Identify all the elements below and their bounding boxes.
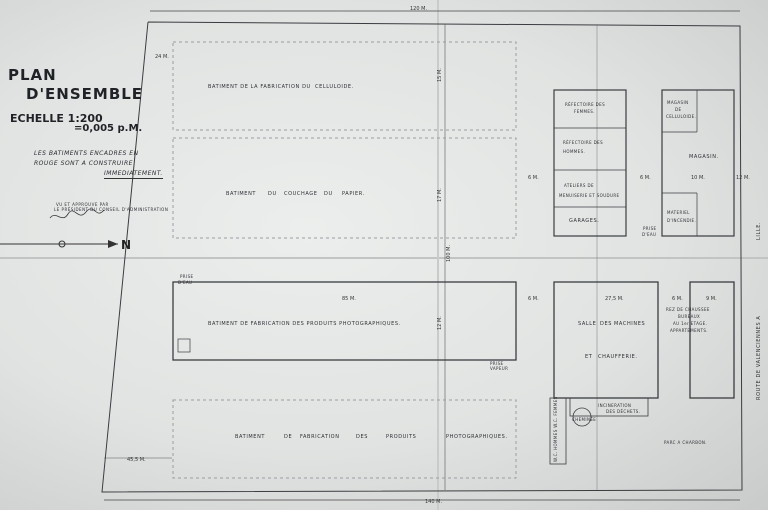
label-photo-main: BATIMENT DE FABRICATION DES PRODUITS PHO… bbox=[208, 321, 401, 327]
building-refectoires bbox=[553, 89, 627, 237]
dimension-right-d: 12 M. bbox=[736, 175, 750, 181]
label-road: ROUTE DE VALENCIENNES A bbox=[756, 316, 762, 400]
label-salle-4: ET bbox=[585, 354, 593, 360]
label-couchage-3: COUCHAGE bbox=[284, 191, 318, 197]
label-incinerateur-2: DES DÉCHETS. bbox=[606, 409, 640, 414]
dimension-right-b: 6 M. bbox=[640, 175, 651, 181]
cheminee-circle bbox=[572, 407, 592, 427]
label-photo2-1: BATIMENT bbox=[235, 434, 265, 440]
label-cheminee: CHEMINÉE bbox=[572, 417, 596, 422]
label-incinerateur-1: INCINERATION bbox=[598, 403, 631, 408]
building-bureaux bbox=[689, 281, 735, 399]
building-photo-main bbox=[172, 281, 517, 361]
dimension-right-box: 9 M. bbox=[706, 296, 717, 302]
stamp-line2: LE PRÉSIDENT DU CONSEIL D'ADMINISTRATION bbox=[54, 207, 169, 212]
label-photo2-4: DES bbox=[356, 434, 368, 440]
scale-label: ECHELLE 1:200 bbox=[10, 112, 103, 125]
label-refectoire-femmes-2: FEMMES. bbox=[574, 109, 595, 114]
dimension-left-offset: 24 M. bbox=[155, 54, 169, 60]
label-celluloide-1: BATIMENT DE LA FABRICATION DU bbox=[208, 84, 311, 90]
note-line2: ROUGE SONT A CONSTRUIRE bbox=[34, 160, 133, 167]
label-refectoire-femmes-1: RÉFECTOIRE DES bbox=[565, 102, 605, 107]
title-line1: PLAN bbox=[8, 66, 57, 84]
dimension-top: 120 M. bbox=[410, 6, 427, 12]
label-couchage-5: PAPIER. bbox=[342, 191, 365, 197]
label-poste-vapeur-1: PRISE bbox=[490, 361, 504, 366]
label-parc: PARC A CHARBON. bbox=[664, 440, 707, 445]
label-bureaux-3: AU 1er ETAGE. bbox=[673, 321, 707, 326]
label-bureaux-2: BUREAUX bbox=[678, 314, 700, 319]
label-couchage-4: DU bbox=[324, 191, 333, 197]
label-prise-eau-2: D'EAU bbox=[642, 232, 656, 237]
label-magasin-cellu-2: DE bbox=[675, 107, 681, 112]
signature bbox=[49, 208, 105, 219]
dimension-v-c: 12 M. bbox=[437, 316, 443, 330]
title-line2: D'ENSEMBLE bbox=[26, 85, 144, 103]
label-salle-5: CHAUFFERIE. bbox=[598, 354, 638, 360]
label-celluloide-2: CELLULOIDE. bbox=[315, 84, 354, 90]
label-magasin: MAGASIN. bbox=[689, 154, 719, 160]
label-couchage-2: DU bbox=[268, 191, 277, 197]
label-garages: GARAGES. bbox=[569, 218, 600, 224]
building-incinerateur bbox=[569, 397, 649, 417]
label-magasin-cellu-1: MAGASIN bbox=[667, 100, 688, 105]
building-couchage bbox=[172, 137, 517, 239]
dimension-gap2: 6 M. bbox=[672, 296, 683, 302]
dimension-mid-vertical: 100 M. bbox=[446, 245, 452, 262]
label-materiel-2: D'INCENDIE. bbox=[667, 218, 696, 223]
north-arrow-head bbox=[108, 240, 118, 248]
building-wc bbox=[549, 397, 567, 465]
note-line1: LES BATIMENTS ENCADRES EN bbox=[34, 150, 139, 157]
label-wc: W.C. HOMMES W.C. FEMMES bbox=[553, 396, 558, 462]
dimension-bottom-left: 45,5 M. bbox=[127, 457, 146, 463]
building-celluloide bbox=[172, 41, 517, 131]
dimension-bottom: 140 M. bbox=[425, 499, 442, 505]
label-salle-2: DES bbox=[600, 321, 612, 327]
north-arrow-circle bbox=[58, 240, 66, 248]
label-ateliers-1: ATELIERS DE bbox=[564, 183, 594, 188]
label-road-lille: LILLE. bbox=[756, 222, 762, 240]
label-magasin-cellu-3: CELLULOIDE. bbox=[666, 114, 696, 119]
label-photo2-3: FABRICATION bbox=[300, 434, 340, 440]
dimension-right-a: 6 M. bbox=[528, 175, 539, 181]
dimension-salle: 27,5 M. bbox=[605, 296, 624, 302]
dimension-right-c: 10 M. bbox=[691, 175, 705, 181]
label-ateliers-2: MENUISERIE ET SOUDURE bbox=[559, 193, 620, 198]
dimension-hall: 85 M. bbox=[342, 296, 356, 302]
label-salle-1: SALLE bbox=[578, 321, 596, 327]
label-salle-3: MACHINES bbox=[614, 321, 645, 327]
dimension-gap1: 6 M. bbox=[528, 296, 539, 302]
building-magasins bbox=[661, 89, 735, 237]
dimension-v-a: 15 M. bbox=[437, 68, 443, 82]
scale-value: =0,005 p.M. bbox=[74, 123, 143, 134]
label-petite-prise-1: PRISE bbox=[180, 274, 194, 279]
site-boundary bbox=[101, 21, 743, 493]
label-refectoire-hommes-2: HOMMES. bbox=[563, 149, 585, 154]
note-line3: IMMEDIATEMENT. bbox=[104, 170, 163, 179]
label-bureaux-4: APPARTEMENTS. bbox=[670, 328, 708, 333]
label-photo2-2: DE bbox=[284, 434, 292, 440]
label-petite-prise-2: D'EAU bbox=[178, 280, 192, 285]
label-couchage-1: BATIMENT bbox=[226, 191, 256, 197]
label-photo2-6: PHOTOGRAPHIQUES. bbox=[446, 434, 508, 440]
label-materiel-1: MATERIEL bbox=[667, 210, 690, 215]
label-poste-vapeur-2: VAPEUR bbox=[490, 366, 508, 371]
dimension-v-b: 17 M. bbox=[437, 188, 443, 202]
label-prise-eau-1: PRISE bbox=[643, 226, 657, 231]
stamp-line1: VU ET APPROUVE PAR bbox=[56, 202, 109, 207]
label-photo2-5: PRODUITS bbox=[386, 434, 416, 440]
label-refectoire-hommes-1: RÉFECTOIRE DES bbox=[563, 140, 603, 145]
building-photo-corner bbox=[177, 338, 191, 353]
label-bureaux-1: REZ DE CHAUSSEE bbox=[666, 307, 710, 312]
north-label: N bbox=[121, 238, 131, 252]
